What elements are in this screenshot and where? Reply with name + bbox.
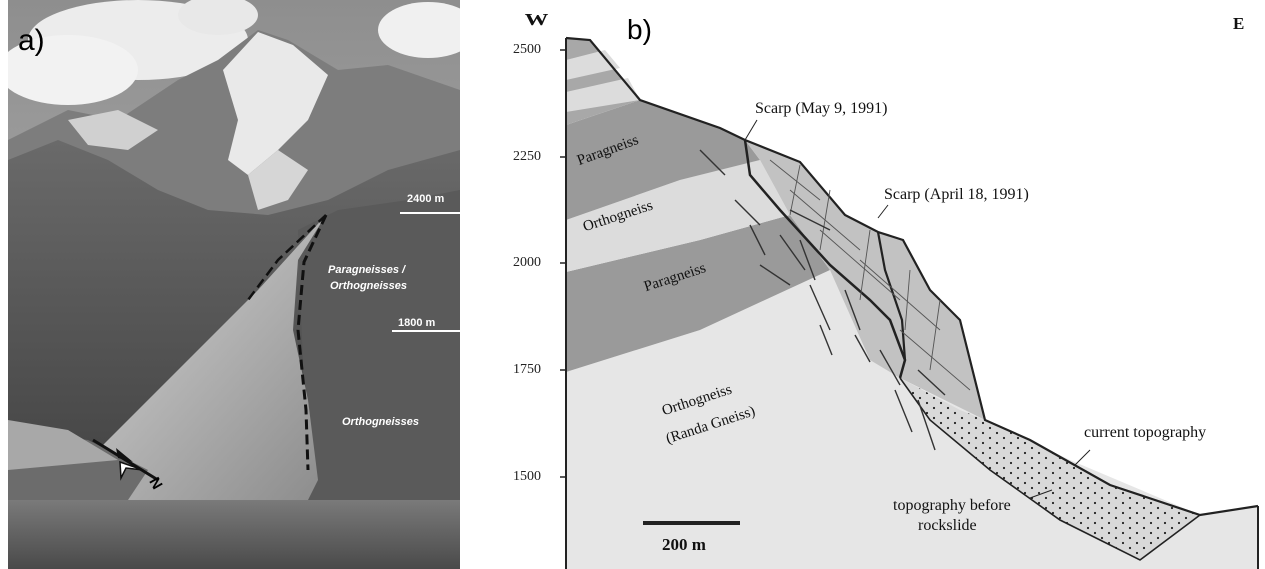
panel-a-label: a) [18, 24, 45, 57]
annotation-current-topography: current topography [1084, 424, 1207, 441]
elevation-label-2400: 2400 m [407, 193, 445, 205]
y-tick-1500: 1500 [513, 469, 541, 484]
paragneiss-upper-band [566, 100, 760, 220]
rockslide-photo [8, 0, 460, 569]
y-tick-2250: 2250 [513, 149, 541, 164]
annotation-topo-before-line2: rockslide [918, 517, 977, 534]
y-tick-2000: 2000 [513, 255, 541, 270]
scarp-block [745, 140, 985, 420]
label-orthogneisses: Orthogneisses [342, 416, 420, 428]
scarp-april-line [876, 231, 907, 361]
scale-bar-label: 200 m [662, 535, 706, 554]
ground-surface [565, 36, 1259, 517]
panel-b-label: b) [627, 14, 652, 45]
scarp-may-line [743, 139, 907, 379]
east-label: E [1233, 14, 1245, 33]
elevation-label-1800: 1800 m [398, 317, 436, 329]
west-label: W [524, 10, 549, 29]
y-tick-1750: 1750 [513, 362, 541, 377]
annotation-topo-before-line1: topography before [893, 497, 1011, 514]
debris-deposit [900, 378, 1200, 560]
y-tick-2500: 2500 [513, 42, 541, 57]
annotation-scarp-april: Scarp (April 18, 1991) [884, 186, 1029, 203]
pre-rockslide-topography [899, 377, 1201, 561]
orthogneiss-band [566, 160, 790, 272]
label-paragneisses: Paragneisses / [328, 264, 406, 276]
label-orthogneisses-line2: Orthogneisses [330, 280, 408, 292]
annotation-scarp-may: Scarp (May 9, 1991) [755, 100, 888, 117]
